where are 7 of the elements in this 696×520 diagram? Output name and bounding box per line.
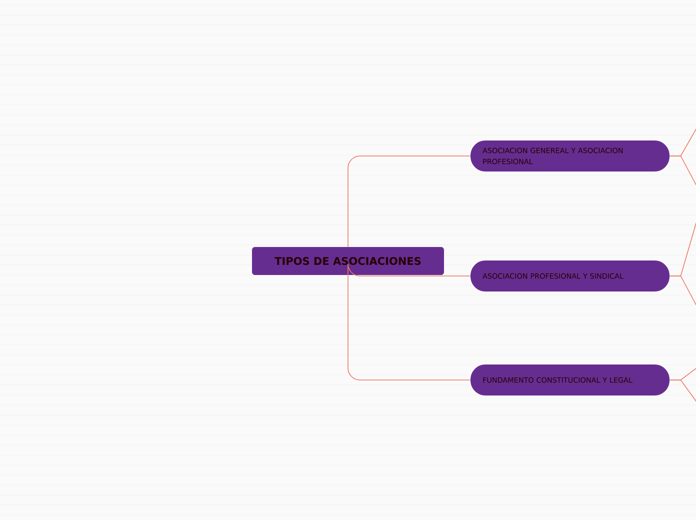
connector-line	[669, 156, 696, 186]
connector-line	[348, 156, 471, 248]
topic-box: TIPOS DE ASOCIACIONES	[252, 247, 444, 275]
connector-line	[669, 380, 696, 402]
connector-line	[669, 276, 696, 306]
connector-line	[348, 274, 471, 380]
connector-line	[348, 264, 471, 276]
